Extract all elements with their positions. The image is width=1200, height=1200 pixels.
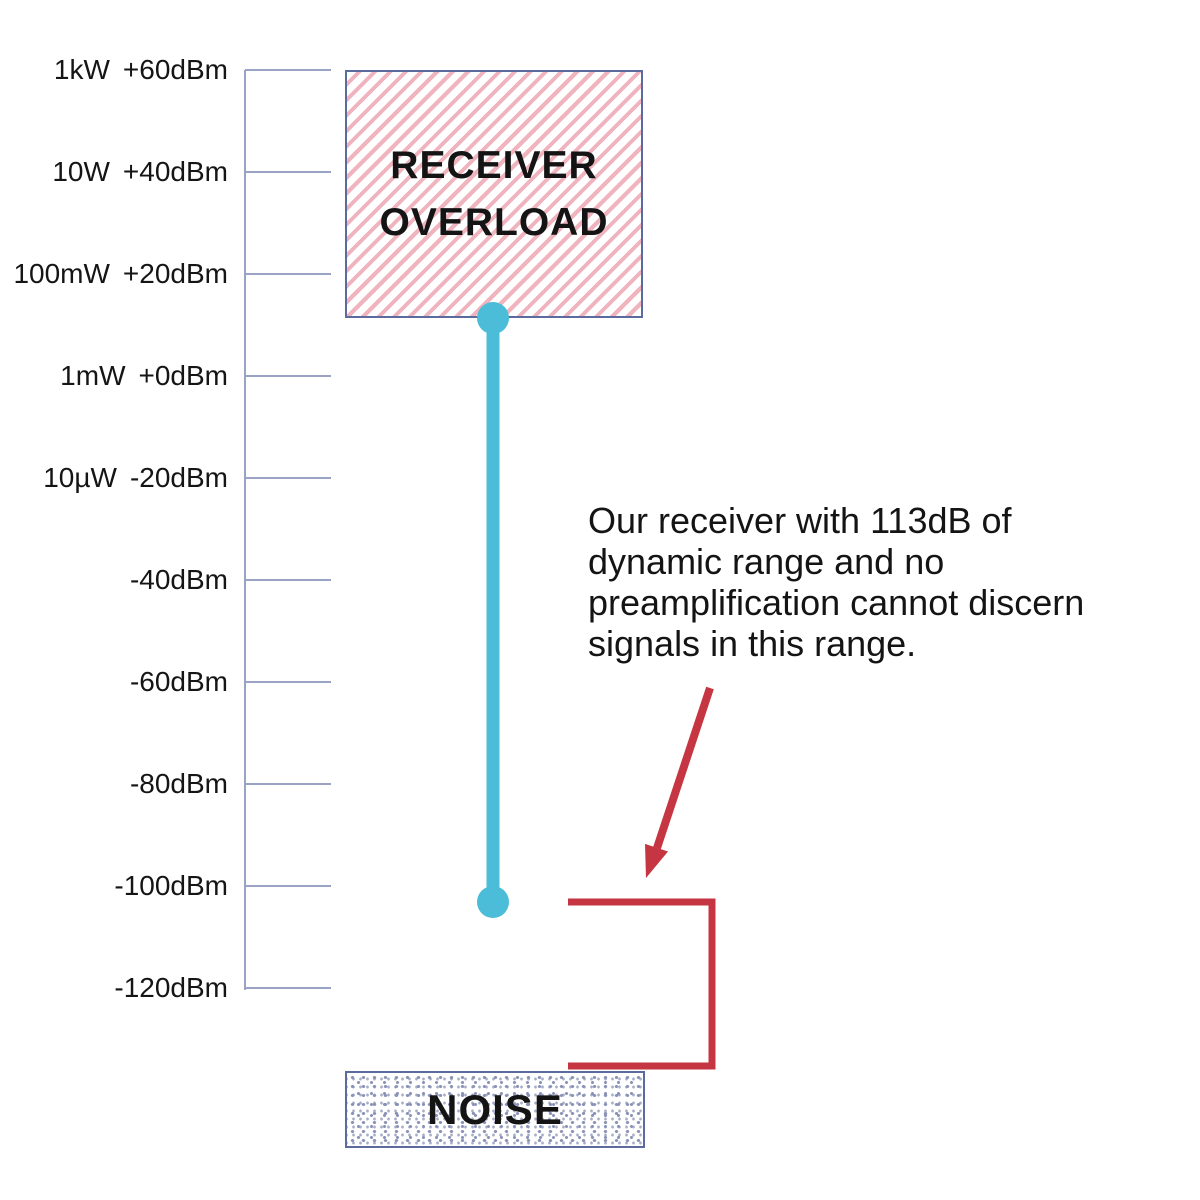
undetectable-range-bracket (568, 898, 716, 1070)
axis-tick-label-60dbm: 1kW +60dBm (54, 53, 228, 87)
annotation-line-2: dynamic range and no (588, 541, 945, 582)
dbm-label: +0dBm (138, 360, 229, 391)
dbm-label: -120dBm (114, 972, 228, 1003)
overload-label-line2: OVERLOAD (379, 201, 609, 244)
axis-tick-label-minus80dbm: -80dBm (117, 767, 228, 801)
annotation-text: Our receiver with 113dB of dynamic range… (588, 500, 1193, 664)
annotation-line-4: signals in this range. (588, 623, 917, 664)
noise-box: NOISE (345, 1071, 645, 1148)
annotation-arrow-head (645, 843, 668, 878)
watt-label: 10µW (43, 462, 117, 493)
dbm-label: +20dBm (122, 258, 228, 289)
receiver-overload-box: RECEIVER OVERLOAD (345, 70, 643, 318)
annotation-line-1: Our receiver with 113dB of (588, 500, 1012, 541)
dbm-label: -40dBm (129, 564, 228, 595)
axis-tick-label-minus60dbm: -60dBm (117, 665, 228, 699)
axis-tick-label-minus100dbm: -100dBm (101, 869, 228, 903)
dbm-label: -100dBm (114, 870, 228, 901)
annotation-arrow (645, 686, 714, 878)
dynamic-range-bottom-dot (477, 886, 509, 918)
overload-label-line1: RECEIVER (390, 144, 598, 187)
annotation-arrow-shaft (653, 686, 714, 850)
watt-label: 1kW (53, 54, 110, 85)
axis-tick-label-0dbm: 1mW +0dBm (60, 359, 228, 393)
dbm-label: +40dBm (122, 156, 228, 187)
noise-label: NOISE (427, 1085, 563, 1133)
dbm-label: -60dBm (129, 666, 228, 697)
axis-tick-label-minus40dbm: -40dBm (117, 563, 228, 597)
axis-tick-label-minus120dbm: -120dBm (101, 971, 228, 1005)
dynamic-range-top-dot (477, 302, 509, 334)
dbm-label: -20dBm (129, 462, 228, 493)
watt-label: 1mW (60, 360, 126, 391)
watt-label: 100mW (13, 258, 110, 289)
axis-tick-label-20dbm: 100mW +20dBm (13, 257, 228, 291)
axis-tick-label-40dbm: 10W +40dBm (52, 155, 228, 189)
annotation-line-3: preamplification cannot discern (588, 582, 1085, 623)
dbm-label: -80dBm (129, 768, 228, 799)
watt-label: 10W (52, 156, 110, 187)
axis-tick-label-minus20dbm: 10µW -20dBm (43, 461, 228, 495)
dbm-label: +60dBm (122, 54, 228, 85)
